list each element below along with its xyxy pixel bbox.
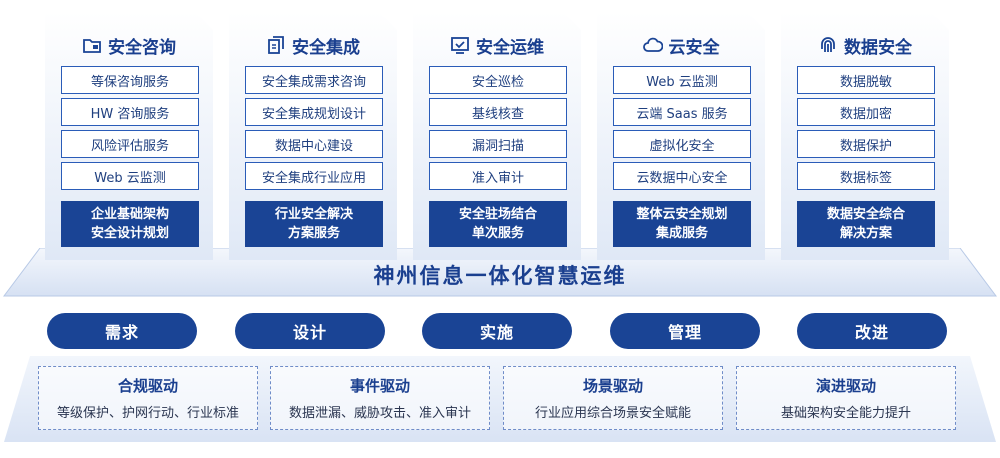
phase-pill: 改进 [797, 313, 947, 349]
phase-pill: 实施 [422, 313, 572, 349]
platform-title: 神州信息一体化智慧运维 [373, 264, 627, 288]
service-item: 基线核查 [429, 98, 567, 126]
service-item: 云端 Saas 服务 [613, 98, 751, 126]
column-security-operations: 安全运维 安全巡检 基线核查 漏洞扫描 准入审计 安全驻场结合 单次服务 [413, 12, 581, 260]
service-item: 数据标签 [797, 162, 935, 190]
column-header: 数据安全 [781, 30, 949, 60]
column-header: 安全集成 [229, 30, 397, 60]
column-summary: 整体云安全规划 集成服务 [613, 201, 751, 247]
service-item: 漏洞扫描 [429, 130, 567, 158]
driver-description: 数据泄漏、威胁攻击、准入审计 [288, 406, 471, 421]
column-title: 安全运维 [476, 37, 544, 58]
phase-pill: 管理 [610, 313, 760, 349]
column-summary: 数据安全综合 解决方案 [797, 201, 935, 247]
cloud-icon [642, 35, 663, 55]
monitor-check-icon [450, 35, 470, 55]
driver-box-compliance: 合规驱动 等级保护、护网行动、行业标准 [38, 366, 258, 430]
phase-pill: 设计 [235, 313, 385, 349]
service-columns: 安全咨询 等保咨询服务 HW 咨询服务 风险评估服务 Web 云监测 企业基础架… [45, 12, 949, 260]
platform-stage: 神州信息一体化智慧运维 [0, 248, 1000, 300]
service-item: 安全集成需求咨询 [245, 66, 383, 94]
driver-title: 合规驱动 [117, 377, 178, 395]
summary-line: 安全驻场结合 [458, 207, 537, 222]
summary-line: 解决方案 [839, 226, 892, 241]
column-summary: 安全驻场结合 单次服务 [429, 201, 567, 247]
column-cloud-security: 云安全 Web 云监测 云端 Saas 服务 虚拟化安全 云数据中心安全 整体云… [597, 12, 765, 260]
column-title: 安全集成 [292, 37, 360, 58]
phase-pill: 需求 [47, 313, 197, 349]
column-header: 云安全 [597, 30, 765, 60]
summary-line: 企业基础架构 [90, 207, 169, 222]
service-item: 数据中心建设 [245, 130, 383, 158]
summary-line: 集成服务 [655, 226, 708, 241]
summary-line: 安全设计规划 [90, 226, 169, 241]
phase-row: 需求 设计 实施 管理 改进 [0, 313, 1000, 349]
column-security-integration: 安全集成 安全集成需求咨询 安全集成规划设计 数据中心建设 安全集成行业应用 行… [229, 12, 397, 260]
column-header: 安全咨询 [45, 30, 213, 60]
summary-line: 行业安全解决 [274, 207, 353, 222]
driver-title: 事件驱动 [349, 377, 410, 395]
driver-description: 等级保护、护网行动、行业标准 [56, 406, 239, 421]
driver-description: 基础架构安全能力提升 [780, 406, 911, 421]
service-item: 准入审计 [429, 162, 567, 190]
service-item: 风险评估服务 [61, 130, 199, 158]
column-title: 数据安全 [844, 37, 912, 58]
summary-line: 单次服务 [471, 226, 524, 241]
driver-title: 演进驱动 [815, 377, 876, 395]
service-item: 数据保护 [797, 130, 935, 158]
service-item: Web 云监测 [613, 66, 751, 94]
summary-line: 整体云安全规划 [636, 207, 728, 222]
folder-shield-icon [82, 35, 102, 55]
service-item: 安全集成行业应用 [245, 162, 383, 190]
driver-box-evolution: 演进驱动 基础架构安全能力提升 [736, 366, 956, 430]
driver-base: 合规驱动 等级保护、护网行动、行业标准 事件驱动 数据泄漏、威胁攻击、准入审计 … [0, 356, 1000, 458]
column-summary: 企业基础架构 安全设计规划 [61, 201, 199, 247]
service-item: 数据脱敏 [797, 66, 935, 94]
platform-stage-shape [3, 248, 997, 297]
column-summary: 行业安全解决 方案服务 [245, 201, 383, 247]
driver-box-scenario: 场景驱动 行业应用综合场景安全赋能 [503, 366, 723, 430]
fingerprint-icon [818, 35, 838, 55]
driver-title: 场景驱动 [582, 377, 643, 395]
service-item: HW 咨询服务 [61, 98, 199, 126]
column-data-security: 数据安全 数据脱敏 数据加密 数据保护 数据标签 数据安全综合 解决方案 [781, 12, 949, 260]
column-title: 安全咨询 [108, 37, 176, 58]
document-copy-icon [266, 35, 286, 55]
driver-description: 行业应用综合场景安全赋能 [534, 406, 691, 421]
service-item: 安全集成规划设计 [245, 98, 383, 126]
service-item: 云数据中心安全 [613, 162, 751, 190]
column-title: 云安全 [668, 37, 720, 58]
service-item: Web 云监测 [61, 162, 199, 190]
driver-box-event: 事件驱动 数据泄漏、威胁攻击、准入审计 [270, 366, 490, 430]
column-header: 安全运维 [413, 30, 581, 60]
summary-line: 方案服务 [287, 226, 340, 241]
service-item: 安全巡检 [429, 66, 567, 94]
column-security-consulting: 安全咨询 等保咨询服务 HW 咨询服务 风险评估服务 Web 云监测 企业基础架… [45, 12, 213, 260]
service-item: 等保咨询服务 [61, 66, 199, 94]
service-item: 虚拟化安全 [613, 130, 751, 158]
summary-line: 数据安全综合 [826, 207, 905, 222]
service-item: 数据加密 [797, 98, 935, 126]
